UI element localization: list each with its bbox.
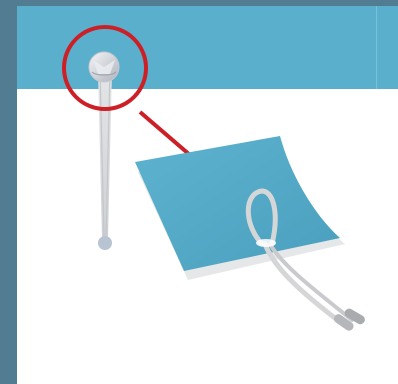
header-band bbox=[17, 6, 398, 89]
button-fastener-icon bbox=[89, 52, 119, 82]
bead-icon bbox=[98, 236, 112, 250]
